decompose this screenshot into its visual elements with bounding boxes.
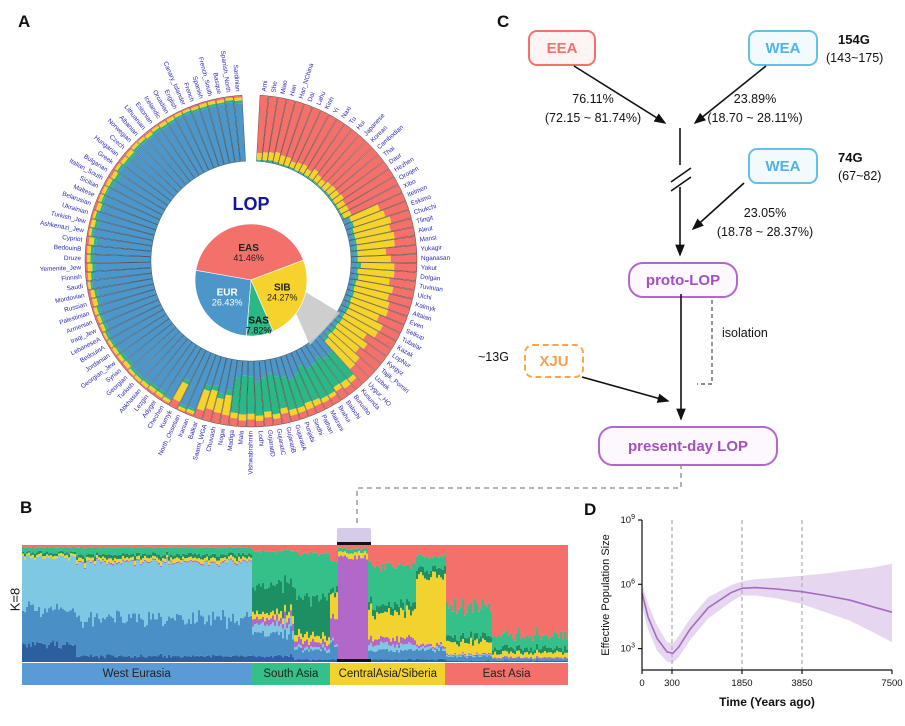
svg-text:BedouinB: BedouinB (53, 244, 81, 253)
proto-lop-node: proto-LOP (628, 262, 738, 298)
admix1-right-ci: (18.70 ~ 28.11%) (707, 111, 803, 125)
svg-text:GujaratiD: GujaratiD (266, 430, 276, 458)
svg-text:Tuvinian: Tuvinian (419, 283, 444, 294)
svg-text:Dai: Dai (307, 91, 317, 102)
svg-text:Yukagir: Yukagir (420, 244, 443, 253)
admix1-left-pct: 76.11% (572, 92, 614, 106)
isolation-dashed-line (697, 300, 713, 385)
xju-generations: ~13G (478, 350, 509, 364)
svg-text:GujaratiC: GujaratiC (275, 428, 286, 456)
svg-text:Saudi: Saudi (66, 283, 83, 292)
k-equals-8-label: K=8 (7, 587, 23, 612)
svg-text:Mala: Mala (238, 430, 246, 445)
svg-text:106: 106 (621, 578, 636, 590)
line-break-slash-2 (670, 176, 692, 192)
admix1-left-ci: (72.15 ~ 81.74%) (544, 111, 642, 125)
lop-highlight-tab (337, 528, 371, 544)
line-break-slash-1 (670, 167, 692, 183)
panel-b-label: B (20, 498, 33, 517)
admixture-barplot (22, 545, 568, 662)
svg-text:300: 300 (664, 678, 680, 689)
admix1-right-pct: 23.89% (733, 92, 777, 106)
svg-text:Nogai: Nogai (217, 428, 227, 446)
xju-node: XJU (524, 344, 584, 378)
panel-a-label: A (18, 12, 31, 31)
svg-text:Even: Even (408, 319, 425, 331)
svg-text:Time (Years ago): Time (Years ago) (719, 695, 815, 709)
svg-text:Hui: Hui (355, 119, 366, 131)
svg-text:109: 109 (621, 514, 636, 526)
region-segment: South Asia (251, 663, 331, 685)
wea1-ci: (143~175) (826, 51, 884, 65)
region-label: South Asia (263, 668, 319, 680)
svg-text:Yakut: Yakut (421, 264, 437, 272)
svg-text:Ulchi: Ulchi (417, 292, 432, 302)
svg-text:3850: 3850 (791, 678, 812, 689)
svg-text:LOP: LOP (232, 194, 269, 214)
svg-text:103: 103 (621, 643, 636, 655)
wea1-generations: 154G (838, 32, 870, 47)
svg-text:0: 0 (639, 678, 644, 689)
svg-text:Finnish: Finnish (61, 274, 83, 283)
region-segment: CentralAsia/Siberia (330, 663, 446, 685)
region-label: East Asia (482, 668, 531, 680)
region-label: West Eurasia (102, 668, 171, 680)
svg-text:Cypriot: Cypriot (62, 234, 83, 243)
svg-text:1850: 1850 (731, 678, 752, 689)
svg-text:Miao: Miao (280, 79, 290, 94)
panel-c-label: C (497, 12, 510, 31)
svg-text:Madiga: Madiga (227, 429, 236, 451)
svg-text:Basque: Basque (211, 72, 222, 95)
region-segment: West Eurasia (22, 663, 252, 685)
region-segment: East Asia (445, 663, 568, 685)
line-break-mask (672, 165, 688, 187)
isolation-label: isolation (722, 326, 768, 340)
eea-node: EEA (528, 30, 596, 66)
admix2-ci: (18.78 ~ 28.37%) (716, 225, 814, 239)
lop-highlight-cap-bottom (337, 659, 371, 662)
svg-text:Aleut: Aleut (418, 225, 434, 235)
region-color-bar: West Eurasia South Asia CentralAsia/Siberi… (22, 663, 568, 685)
svg-text:Han: Han (289, 83, 299, 97)
svg-text:Yi: Yi (332, 107, 341, 115)
svg-text:Effective Population Size: Effective Population Size (600, 534, 612, 655)
wea-node-2: WEA (748, 148, 818, 184)
present-day-lop-node: present-day LOP (598, 426, 778, 466)
svg-text:Ami: Ami (261, 80, 269, 92)
svg-text:Druze: Druze (64, 255, 82, 262)
lop-highlight-cap-top (337, 542, 371, 545)
admix2-pct: 23.05% (743, 206, 787, 220)
wea2-ci: (67~82) (838, 169, 882, 183)
edge-xju-to-line (581, 376, 670, 403)
svg-text:She: She (271, 80, 280, 93)
svg-text:7500: 7500 (881, 678, 902, 689)
svg-text:Lodhi: Lodhi (257, 431, 265, 447)
svg-text:Yemenite_Jew: Yemenite_Jew (40, 264, 82, 273)
svg-text:Tu: Tu (348, 115, 358, 125)
svg-text:Sardinian: Sardinian (232, 64, 241, 92)
svg-text:Vishwabrahmin: Vishwabrahmin (248, 431, 255, 475)
svg-text:Mansi: Mansi (419, 235, 437, 244)
panel-d-label: D (584, 500, 597, 519)
wea-node-1: WEA (748, 30, 818, 66)
svg-text:Tlingit: Tlingit (416, 214, 434, 225)
svg-text:Dolgan: Dolgan (420, 274, 441, 283)
svg-text:Nganasan: Nganasan (421, 255, 451, 262)
wea2-generations: 74G (838, 150, 863, 165)
region-label: CentralAsia/Siberia (338, 668, 438, 680)
